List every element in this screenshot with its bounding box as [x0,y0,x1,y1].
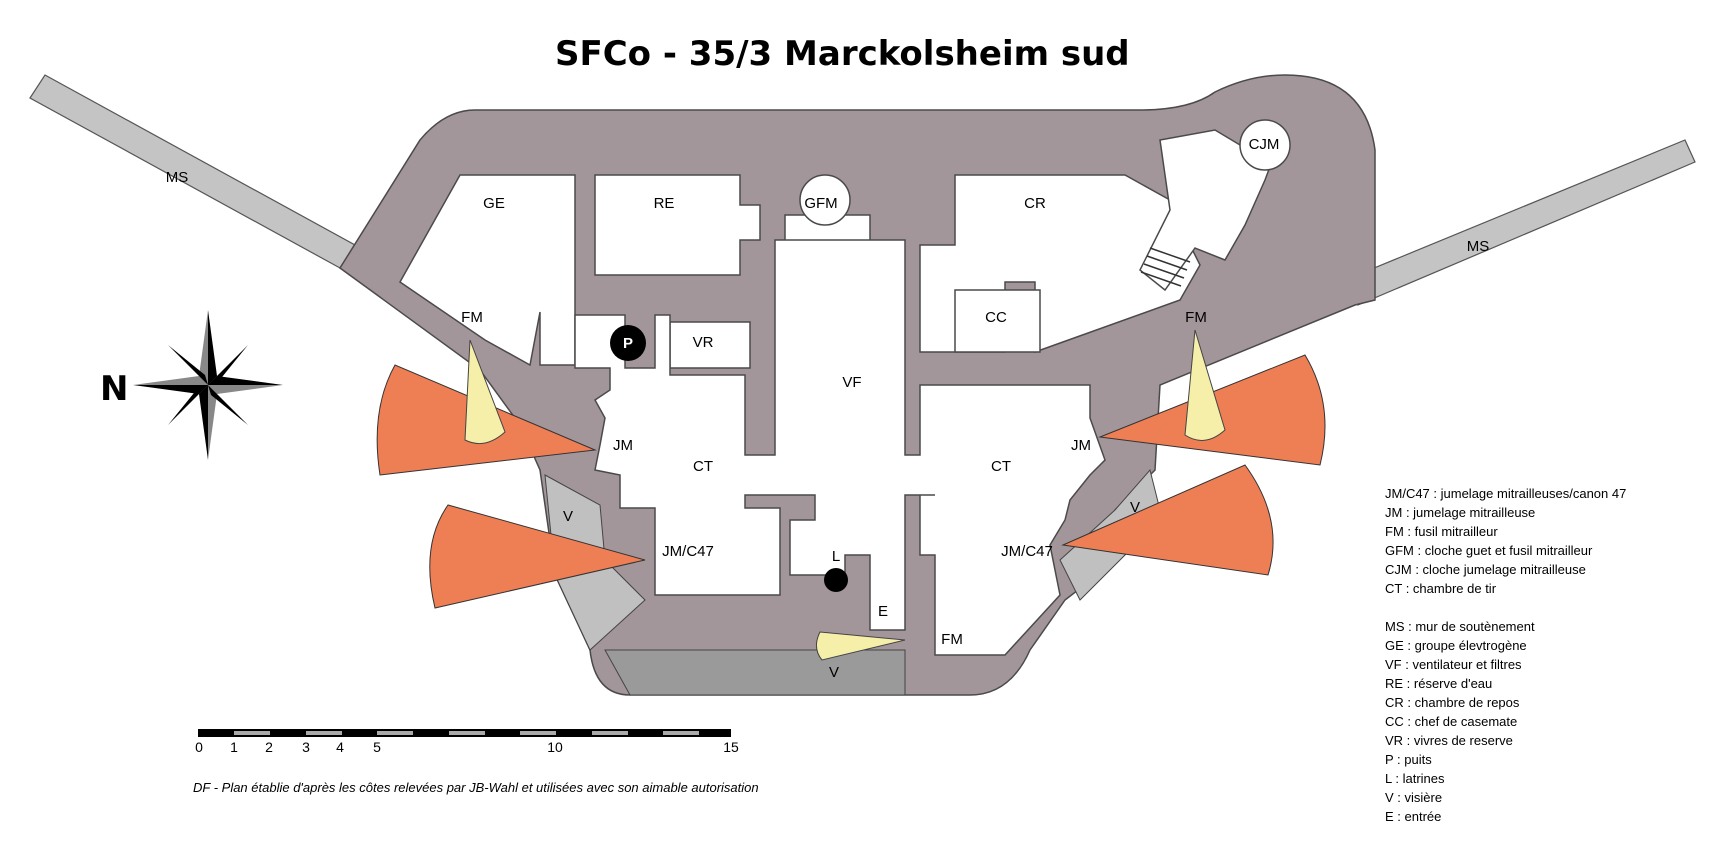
fire-sector-jmc47-left [429,504,646,609]
fm-sector-right [1184,329,1226,441]
label-gfm: GFM [804,195,837,212]
scale-tick-10: 10 [547,739,563,755]
label-e: E [878,603,888,620]
legend-item: CJM : cloche jumelage mitrailleuse [1385,562,1586,577]
label-vr: VR [693,334,714,351]
scale-bar [198,729,731,737]
legend-item: L : latrines [1385,771,1445,786]
label-v-left: V [563,508,573,525]
cjm-stairs [1140,247,1191,287]
label-re: RE [654,195,675,212]
label-ge: GE [483,195,505,212]
label-jm-left: JM [613,437,633,454]
fm-sector-left [464,339,506,445]
scale-tick-2: 2 [265,739,273,755]
scale-tick-15: 15 [723,739,739,755]
label-v-bottom: V [829,664,839,681]
legend-item: CT : chambre de tir [1385,581,1497,596]
fire-sector-jmc47-right [1061,464,1274,576]
label-ms-right: MS [1467,238,1490,255]
compass-rose [133,310,283,460]
label-ct-left: CT [693,458,713,475]
label-fm-right: FM [1185,309,1207,326]
fm-sector-bottom [816,631,906,661]
label-jmc47-left: JM/C47 [662,543,714,560]
well-marker [610,325,646,361]
label-cjm: CJM [1249,136,1280,153]
legend-item: E : entrée [1385,809,1441,824]
label-ct-right: CT [991,458,1011,475]
retaining-wall-left [29,74,356,269]
scale-tick-3: 3 [302,739,310,755]
label-ms-left: MS [166,169,189,186]
room-cc [954,289,1041,353]
scale-tick-0: 0 [195,739,203,755]
legend-item: JM/C47 : jumelage mitrailleuses/canon 47 [1385,486,1626,501]
label-jm-right: JM [1071,437,1091,454]
room-re [594,174,761,276]
legend-item: CC : chef de casemate [1385,714,1517,729]
legend-item: JM : jumelage mitrailleuse [1385,505,1535,520]
plan-title: SFCo - 35/3 Marckolsheim sud [555,34,1130,74]
label-l: L [832,548,840,565]
legend-item: VR : vivres de reserve [1385,733,1513,748]
room-vf [574,239,1106,656]
plan-credit: DF - Plan établie d'après les côtes rele… [193,780,759,795]
cjm-bell [1239,119,1291,171]
legend-item: MS : mur de soutènement [1385,619,1535,634]
legend-item: VF : ventilateur et filtres [1385,657,1522,672]
legend-item: RE : réserve d'eau [1385,676,1492,691]
latrine-marker [824,568,848,592]
gfm-bell [799,174,851,226]
legend-item: CR : chambre de repos [1385,695,1520,710]
scale-tick-5: 5 [373,739,381,755]
label-cr: CR [1024,195,1046,212]
label-vf: VF [842,374,861,391]
visor-bottom [604,649,906,696]
legend-item: GE : groupe élevtrogène [1385,638,1527,653]
legend-item: FM : fusil mitrailleur [1385,524,1498,539]
retaining-wall-right [1344,139,1696,306]
label-p: P [623,335,633,352]
room-ge [399,174,576,367]
legend: JM/C47 : jumelage mitrailleuses/canon 47… [1385,486,1626,824]
legend-item: P : puits [1385,752,1432,767]
label-fm-bottom: FM [941,631,963,648]
label-cc: CC [985,309,1007,326]
legend-item: V : visière [1385,790,1442,805]
scale-tick-4: 4 [336,739,344,755]
legend-item: GFM : cloche guet et fusil mitrailleur [1385,543,1593,558]
compass-north-label: N [100,369,128,409]
label-fm-left: FM [461,309,483,326]
label-v-right: V [1130,499,1140,516]
scale-tick-1: 1 [230,739,238,755]
label-jmc47-right: JM/C47 [1001,543,1053,560]
